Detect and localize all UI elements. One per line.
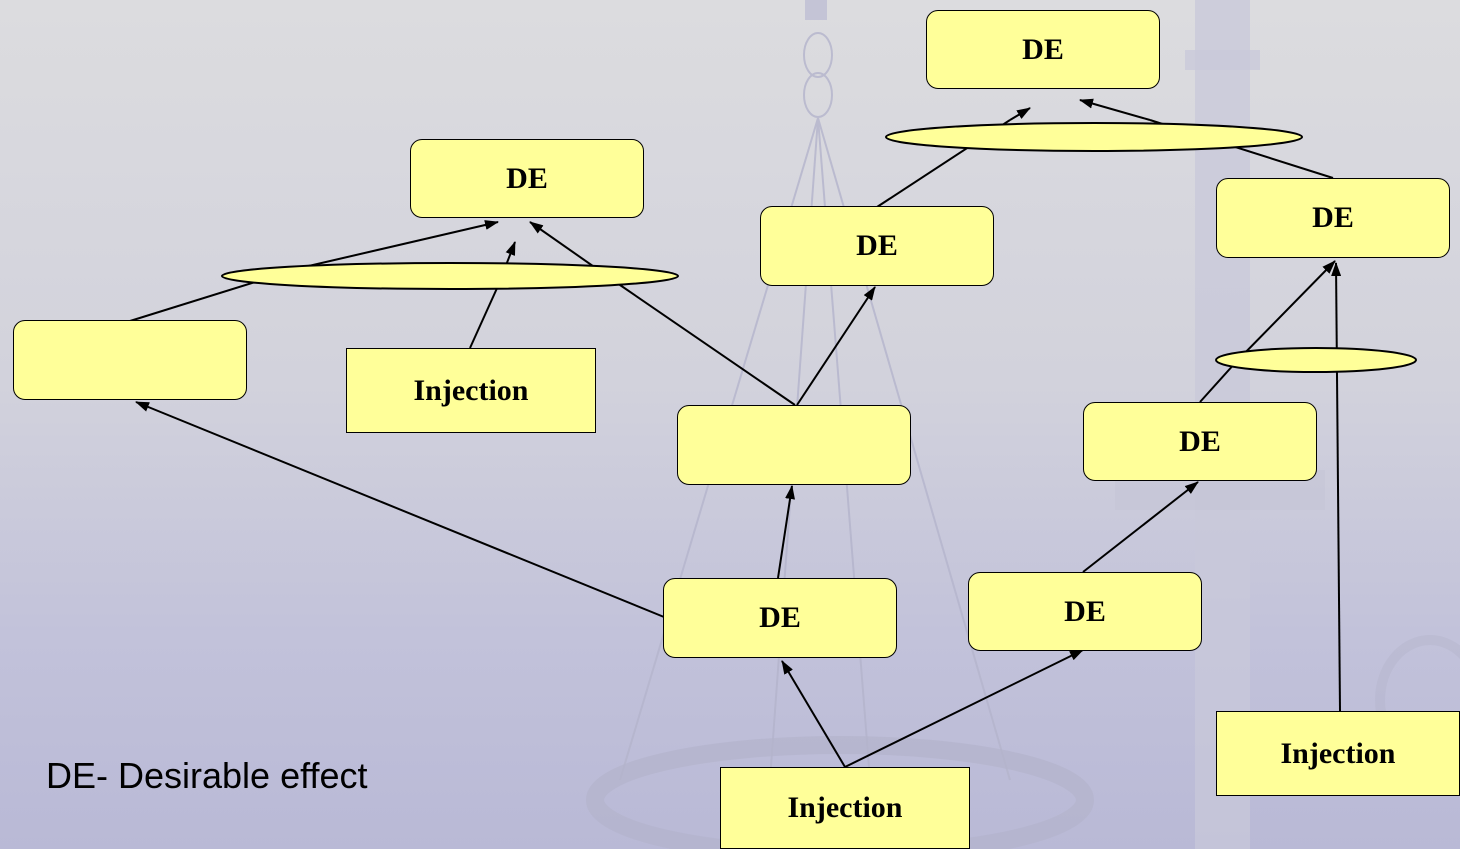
node-label: Injection <box>1280 736 1396 770</box>
node-label: DE <box>506 161 548 195</box>
node-de-low-right: DE <box>968 572 1202 651</box>
node-injection-left: Injection <box>346 348 596 433</box>
node-de-mid: DE <box>760 206 994 286</box>
node-label: DE <box>1022 32 1064 66</box>
node-blank-left <box>13 320 247 400</box>
node-label: DE <box>1312 201 1354 234</box>
node-de-center-low: DE <box>663 578 897 658</box>
node-label: DE <box>856 229 898 262</box>
node-de-right: DE <box>1216 178 1450 258</box>
node-label: Injection <box>413 373 529 407</box>
node-label: DE <box>1179 424 1221 458</box>
node-label: DE <box>759 601 801 634</box>
node-blank-center <box>677 405 911 485</box>
node-label: Injection <box>787 791 903 824</box>
node-de-right-mid: DE <box>1083 402 1317 481</box>
legend-text: DE- Desirable effect <box>46 755 368 796</box>
node-label: DE <box>1064 594 1106 628</box>
node-de-left: DE <box>410 139 644 218</box>
node-injection-right: Injection <box>1216 711 1460 796</box>
node-de-top: DE <box>926 10 1160 89</box>
node-injection-bottom: Injection <box>720 767 970 849</box>
